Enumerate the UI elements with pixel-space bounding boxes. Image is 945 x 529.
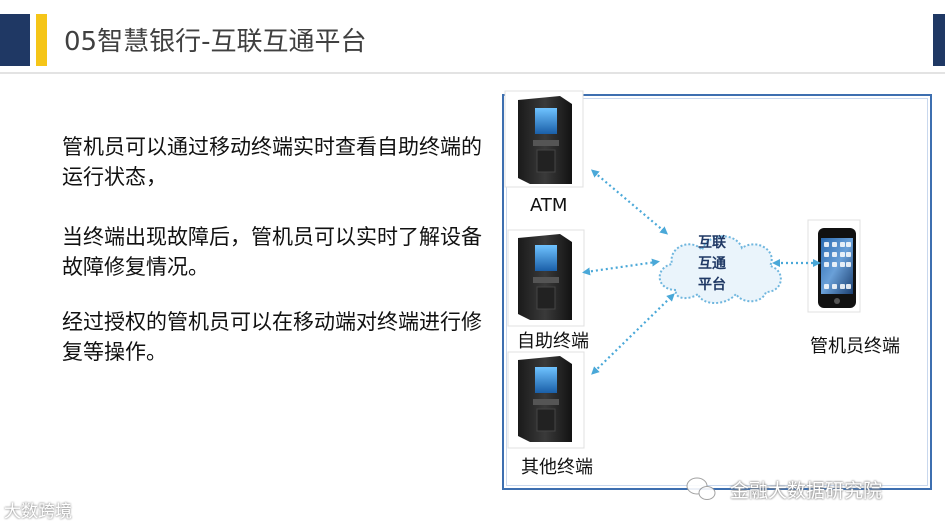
other-terminal-label: 其他终端 [521,457,593,478]
other-kiosk-icon [507,351,585,449]
paragraph-1: 管机员可以通过移动终端实时查看自助终端的运行状态， [62,135,482,189]
diagram-inner-border [506,98,928,486]
slide-title: 05智慧银行-互联互通平台 [64,27,367,57]
header-accent-right [933,14,945,66]
smartphone-icon [807,219,861,313]
cloud-label-2: 互通 [698,256,726,272]
paragraph-3: 经过授权的管机员可以在移动端对终端进行修复等操作。 [62,310,482,364]
phone-label: 管机员终端 [810,336,900,357]
wechat-icon [686,477,716,500]
atm-kiosk-icon [504,90,584,188]
paragraph-2: 当终端出现故障后，管机员可以实时了解设备故障修复情况。 [62,225,482,279]
header-accent-yellow [36,14,47,66]
cloud-label-3: 平台 [698,277,726,293]
arrow-atm-cloud [590,169,669,235]
watermark-left: 大数跨境 [4,502,72,522]
self-service-kiosk-icon [507,229,585,327]
cloud-icon [658,235,782,304]
cloud-label-1: 互联 [698,235,726,251]
atm-label: ATM [530,195,568,216]
arrow-other-cloud [591,293,675,375]
header-divider [0,72,945,74]
watermark-right: 金融大数据研究院 [730,480,883,502]
self-service-label: 自助终端 [517,331,589,352]
header-accent-navy [0,14,30,66]
arrow-self-service-cloud [582,258,660,276]
